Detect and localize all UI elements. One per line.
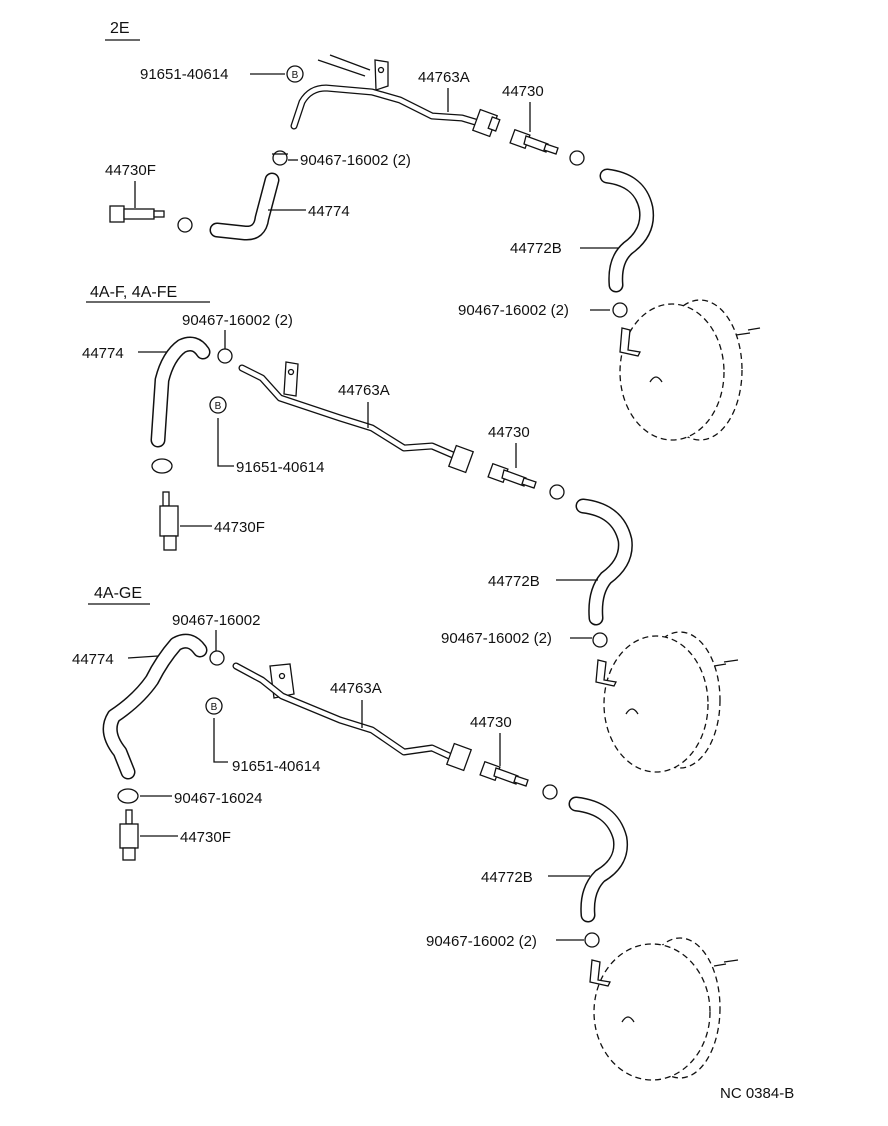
hose-long (599, 168, 655, 293)
hose-short (102, 633, 208, 780)
section-title-4age: 4A-GE (94, 585, 142, 602)
section-2e: 2E 91651-40614 B 44763A (105, 20, 761, 441)
label-clamp-booster: 90467-16002 (2) (441, 630, 552, 647)
label-check-valve: 44730F (180, 829, 231, 846)
clamp-icon (177, 217, 193, 233)
leader-line (213, 718, 228, 763)
label-bolt: 91651-40614 (140, 66, 228, 83)
hose-short (209, 172, 280, 241)
leader-line (127, 655, 159, 659)
label-clamp: 90467-16002 (2) (300, 152, 411, 169)
figure-reference: NC 0384-B (720, 1085, 794, 1102)
label-clamp: 90467-16002 (2) (182, 312, 293, 329)
label-check-valve: 44730F (105, 162, 156, 179)
valve (479, 760, 529, 787)
label-pipe: 44763A (418, 69, 470, 86)
svg-text:B: B (292, 70, 299, 81)
label-hose-long: 44772B (510, 240, 562, 257)
clamp-icon (542, 784, 558, 800)
hose-short (150, 336, 211, 448)
label-clamp-lower: 90467-16024 (174, 790, 262, 807)
label-hose-long: 44772B (481, 869, 533, 886)
label-hose-short: 44774 (82, 345, 124, 362)
vacuum-pipe (290, 84, 501, 138)
clamp-icon (592, 632, 608, 648)
hose-long (568, 796, 629, 923)
label-clamp-booster: 90467-16002 (2) (458, 302, 569, 319)
check-valve (119, 809, 139, 861)
bolt-icon: B (209, 396, 227, 414)
valve (487, 462, 537, 489)
clamp-icon (549, 484, 565, 500)
clamp-icon (612, 302, 628, 318)
bolt-icon: B (286, 65, 304, 83)
label-hose-short: 44774 (308, 203, 350, 220)
section-4af-4afe: 4A-F, 4A-FE 90467-16002 (2) 44774 44730F… (82, 284, 739, 773)
section-title-2e: 2E (110, 20, 130, 37)
vacuum-pipe (232, 662, 473, 772)
section-4age: 4A-GE 90467-16002 44774 B 91651-40614 90… (72, 585, 739, 1081)
svg-text:B: B (211, 702, 218, 713)
label-valve: 44730 (488, 424, 530, 441)
brake-booster (589, 937, 739, 1081)
svg-text:B: B (215, 401, 222, 412)
brake-booster (595, 631, 739, 773)
clamp-icon (151, 458, 173, 474)
clamp-icon (584, 932, 600, 948)
clamp-icon (569, 150, 585, 166)
label-clamp-booster: 90467-16002 (2) (426, 933, 537, 950)
bracket (317, 54, 389, 91)
valve (509, 128, 559, 155)
bolt-icon: B (205, 697, 223, 715)
label-bolt: 91651-40614 (236, 459, 324, 476)
label-bolt: 91651-40614 (232, 758, 320, 775)
clamp-icon (209, 650, 225, 666)
check-valve (159, 491, 179, 551)
hose-long (575, 498, 633, 626)
label-check-valve: 44730F (214, 519, 265, 536)
label-pipe: 44763A (330, 680, 382, 697)
clamp-icon (217, 348, 233, 364)
brake-booster (619, 299, 761, 441)
label-hose-short: 44774 (72, 651, 114, 668)
clamp-icon (272, 150, 288, 166)
check-valve (109, 205, 165, 223)
label-clamp: 90467-16002 (172, 612, 260, 629)
clamp-icon (117, 788, 139, 804)
bracket (283, 361, 299, 397)
label-valve: 44730 (502, 83, 544, 100)
section-title-4af: 4A-F, 4A-FE (90, 284, 177, 301)
label-hose-long: 44772B (488, 573, 540, 590)
vacuum-pipe (238, 364, 475, 474)
leader-line (217, 418, 234, 467)
label-pipe: 44763A (338, 382, 390, 399)
label-valve: 44730 (470, 714, 512, 731)
